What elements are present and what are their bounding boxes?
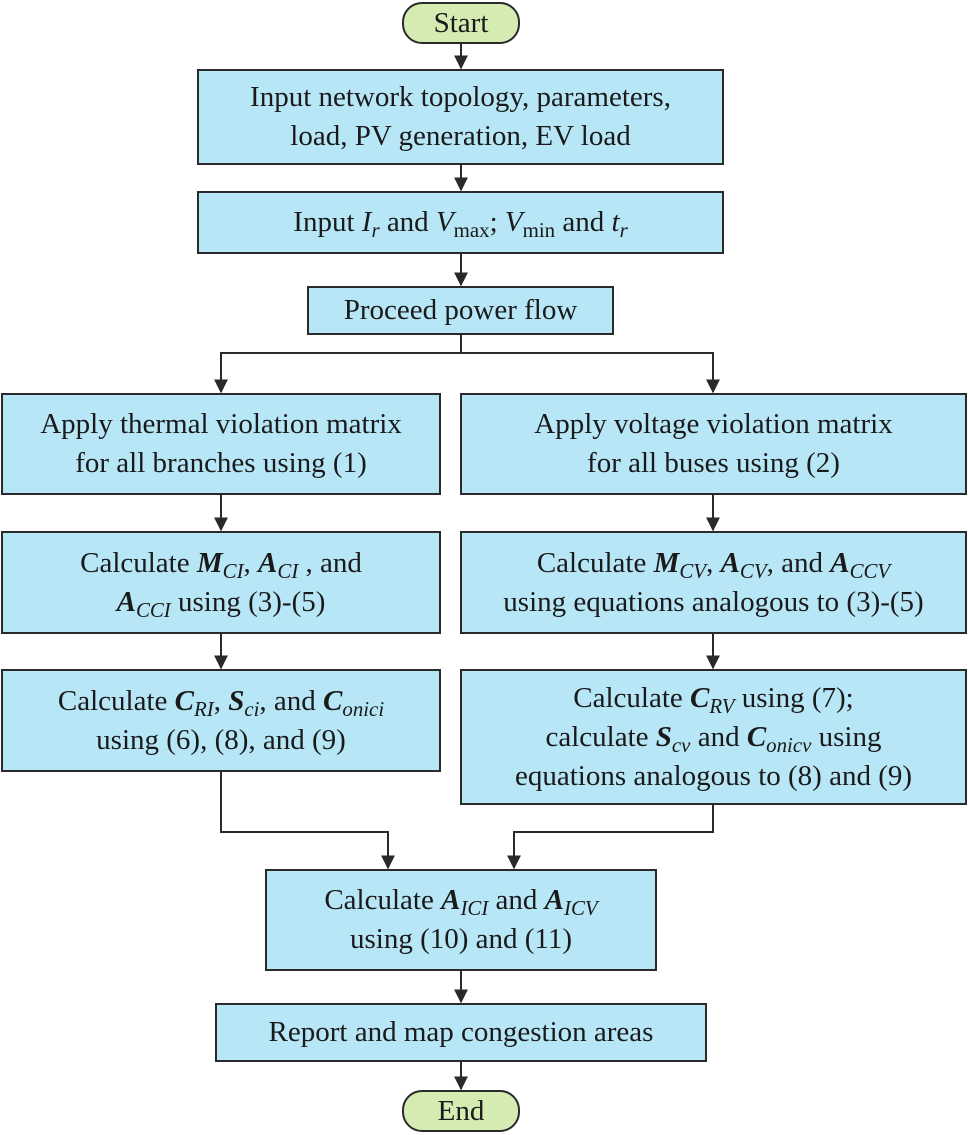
calc-ci-prefix: Calculate <box>80 546 197 579</box>
calc-ci-box: Calculate MCI, ACI , and ACCI using (3)-… <box>1 531 441 634</box>
calc-crv-line-1: Calculate CRV using (7); <box>573 679 853 718</box>
calc-cv-line-1: Calculate MCV, ACV, and ACCV <box>537 544 890 583</box>
input-network-line-1: Input network topology, parameters, <box>250 81 671 113</box>
calc-aic-prefix: Calculate <box>324 884 442 916</box>
thermal-violation-box: Apply thermal violation matrix for all b… <box>1 393 441 495</box>
calc-ci-line-2: ACCI using (3)-(5) <box>117 583 326 622</box>
vmax-subscript: max <box>453 217 490 242</box>
calc-cv-and: , and <box>766 546 831 579</box>
cri-subscript: RI <box>193 696 214 721</box>
calc-cv-prefix: Calculate <box>536 546 654 579</box>
start-node: Start <box>402 2 520 44</box>
voltage-violation-box: Apply voltage violation matrix for all b… <box>460 393 967 495</box>
calc-cv-box: Calculate MCV, ACV, and ACCV using equat… <box>460 531 967 634</box>
current-symbol: I <box>361 206 372 238</box>
input-limits-and-1: and <box>379 206 436 238</box>
cri-symbol: C <box>174 684 194 717</box>
vmin-subscript: min <box>522 217 556 242</box>
calc-crv-line-2: calculate Scv and Conicv using <box>546 718 882 757</box>
calc-cri-line-2: using (6), (8), and (9) <box>96 723 346 756</box>
report-box: Report and map congestion areas <box>215 1003 707 1062</box>
vmin-symbol: V <box>504 206 523 238</box>
calc-cri-comma: , <box>213 684 229 717</box>
arrow-powerflow-to-thermal <box>214 334 462 394</box>
conici-symbol: C <box>323 684 343 717</box>
thermal-violation-line-2: for all branches using (1) <box>75 447 367 479</box>
arrow-crv-to-aic <box>507 804 714 870</box>
input-limits-and-2: and <box>555 206 612 238</box>
acv-symbol: A <box>720 546 740 579</box>
calc-aic-line-2: using (10) and (11) <box>349 923 573 955</box>
calc-cri-prefix: Calculate <box>57 684 175 717</box>
power-flow-box: Proceed power flow <box>307 286 614 335</box>
calc-crv-prefix: Calculate <box>573 681 691 714</box>
voltage-violation-line-1: Apply voltage violation matrix <box>534 408 893 440</box>
sci-symbol: S <box>228 684 245 717</box>
voltage-violation-line-2: for all buses using (2) <box>587 447 840 479</box>
calc-crv-box: Calculate CRV using (7); calculate Scv a… <box>460 669 967 805</box>
input-limits-semicolon: ; <box>489 206 505 238</box>
calc-cri-and: , and <box>259 684 324 717</box>
aicv-subscript: ICV <box>564 895 598 920</box>
time-subscript: r <box>619 217 628 242</box>
calc-cv-comma: , <box>706 546 721 579</box>
aici-symbol: A <box>441 884 461 916</box>
conicv-subscript: onicv <box>766 732 812 757</box>
scv-subscript: cv <box>671 732 691 757</box>
acci-subscript: CCI <box>135 597 171 622</box>
aicv-symbol: A <box>544 884 564 916</box>
calc-cri-box: Calculate CRI, Sci, and Conici using (6)… <box>1 669 441 772</box>
input-limits-label: Input Ir and Vmax; Vmin and tr <box>293 203 627 242</box>
calc-crv-and: and <box>690 720 747 753</box>
time-symbol: t <box>611 206 620 238</box>
mcv-subscript: CV <box>679 558 707 583</box>
input-network-box: Input network topology, parameters, load… <box>197 69 724 165</box>
accv-subscript: CCV <box>849 558 891 583</box>
calc-aic-and: and <box>488 884 545 916</box>
mcv-symbol: M <box>653 546 680 579</box>
start-label: Start <box>433 6 489 39</box>
crv-subscript: RV <box>709 693 735 718</box>
conicv-symbol: C <box>746 720 767 753</box>
input-limits-prefix: Input <box>293 206 362 238</box>
sci-subscript: ci <box>244 696 260 721</box>
calc-cv-line-2: using equations analogous to (3)-(5) <box>503 585 924 618</box>
calc-crv-suffix-2: using <box>811 720 882 753</box>
aci-symbol: A <box>258 546 278 579</box>
aici-subscript: ICI <box>460 895 489 920</box>
scv-symbol: S <box>655 720 672 753</box>
crv-symbol: C <box>690 681 710 714</box>
mci-symbol: M <box>196 546 223 579</box>
thermal-violation-line-1: Apply thermal violation matrix <box>40 408 402 440</box>
vmax-symbol: V <box>435 206 454 238</box>
calc-ci-comma: , <box>243 546 259 579</box>
acv-subscript: CV <box>739 558 767 583</box>
calc-ci-line-1: Calculate MCI, ACI , and <box>80 544 362 583</box>
arrow-cri-to-aic <box>220 771 395 870</box>
arrow-powerflow-to-voltage <box>461 352 720 394</box>
power-flow-label: Proceed power flow <box>343 294 578 326</box>
acci-symbol: A <box>116 585 136 618</box>
input-limits-box: Input Ir and Vmax; Vmin and tr <box>197 191 724 254</box>
calc-ci-and: , and <box>298 546 362 579</box>
calc-ci-suffix: using (3)-(5) <box>170 585 326 618</box>
current-subscript: r <box>371 217 380 242</box>
calc-cri-line-1: Calculate CRI, Sci, and Conici <box>58 682 384 721</box>
calc-aic-line-1: Calculate AICI and AICV <box>324 881 597 920</box>
conici-subscript: onici <box>342 696 385 721</box>
calc-aic-box: Calculate AICI and AICV using (10) and (… <box>265 869 657 971</box>
calc-crv-prefix-2: calculate <box>545 720 656 753</box>
aci-subscript: CI <box>277 558 299 583</box>
end-node: End <box>402 1090 520 1132</box>
end-label: End <box>437 1094 485 1127</box>
calc-crv-suffix-1: using (7); <box>734 681 854 714</box>
mci-subscript: CI <box>222 558 244 583</box>
accv-symbol: A <box>830 546 850 579</box>
input-network-line-2: load, PV generation, EV load <box>290 120 631 152</box>
calc-crv-line-3: equations analogous to (8) and (9) <box>514 759 913 792</box>
report-label: Report and map congestion areas <box>268 1016 654 1048</box>
